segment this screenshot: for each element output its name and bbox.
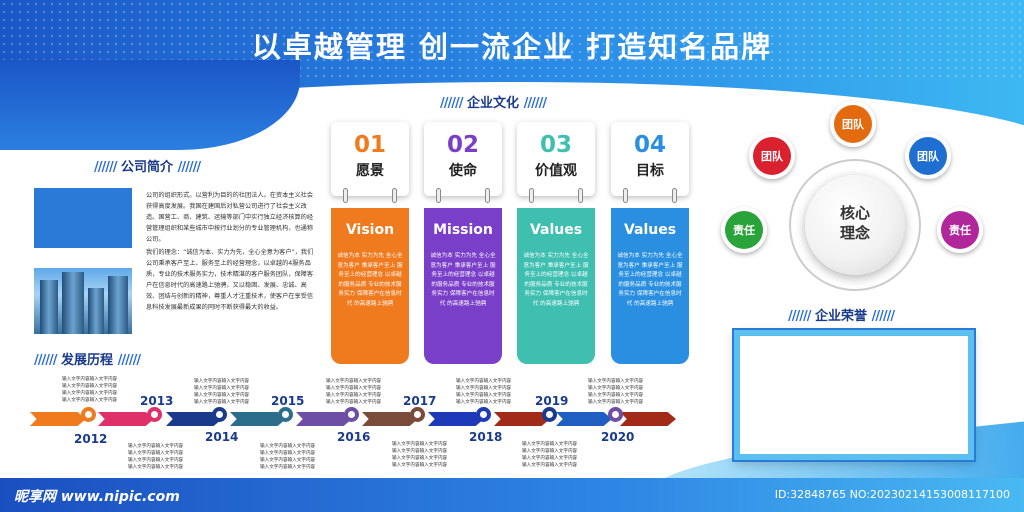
- building-photo: [34, 268, 132, 334]
- core-circle: 核心理念: [805, 175, 905, 275]
- intro-text: 公司的组织形式。以营利为目的的社团法人。在资本主义社会获得高度发展。我国在建国后…: [146, 190, 314, 315]
- timeline-node: [278, 407, 293, 422]
- year-label: 2017: [403, 394, 437, 408]
- page-title: 以卓越管理 创一流企业 打造知名品牌: [251, 30, 773, 64]
- timeline-note: 输入文字内容输入文字内容输入文字内容输入文字内容输入文字内容输入文字内容输入文字…: [522, 442, 578, 468]
- culture-heading: ////// 企业文化 //////: [440, 96, 547, 111]
- year-label: 2012: [74, 432, 108, 446]
- timeline-note: 输入文字内容输入文字内容输入文字内容输入文字内容输入文字内容输入文字内容输入文字…: [128, 444, 184, 470]
- bubble-team: 团队: [830, 101, 876, 147]
- bubble-team: 团队: [749, 133, 795, 179]
- timeline-note: 输入文字内容输入文字内容输入文字内容输入文字内容输入文字内容输入文字内容输入文字…: [260, 444, 316, 470]
- intro-paragraph: 我们的理念：“诚信为本、实力为先，全心全意为客户”，我们公司秉承客户至上、服务至…: [146, 249, 314, 311]
- year-label: 2014: [205, 430, 239, 444]
- banner-left-band: [0, 60, 300, 150]
- timeline-node: [81, 407, 96, 422]
- timeline-node: [344, 407, 359, 422]
- timeline-note: 输入文字内容输入文字内容输入文字内容输入文字内容输入文字内容输入文字内容输入文字…: [62, 377, 118, 403]
- year-label: 2016: [337, 430, 371, 444]
- core-ring: [789, 159, 921, 291]
- timeline-node: [147, 407, 162, 422]
- timeline-node: [476, 407, 491, 422]
- bubble-responsibility: 责任: [721, 207, 767, 253]
- intro-paragraph: 公司的组织形式。以营利为目的的社团法人。在资本主义社会获得高度发展。我国在建国后…: [146, 192, 314, 243]
- timeline-node: [542, 407, 557, 422]
- core-concept-diagram: 核心理念 团队 团队 团队 责任 责任: [715, 95, 985, 295]
- timeline-note: 输入文字内容输入文字内容输入文字内容输入文字内容输入文字内容输入文字内容输入文字…: [588, 379, 644, 405]
- intro-color-block: [34, 188, 132, 248]
- year-label: 2020: [601, 430, 635, 444]
- year-label: 2015: [271, 394, 305, 408]
- image-id: ID:32848765 NO:20230214153008117100: [774, 488, 1010, 501]
- bubble-team: 团队: [905, 133, 951, 179]
- year-label: 2013: [140, 394, 174, 408]
- timeline-note: 输入文字内容输入文字内容输入文字内容输入文字内容输入文字内容输入文字内容输入文字…: [326, 379, 382, 405]
- timeline-note: 输入文字内容输入文字内容输入文字内容输入文字内容输入文字内容输入文字内容输入文字…: [392, 442, 448, 468]
- honor-heading: ////// 企业荣誉 //////: [788, 309, 895, 324]
- timeline-node: [410, 407, 425, 422]
- timeline-node: [608, 407, 623, 422]
- timeline-node: [212, 407, 227, 422]
- year-label: 2018: [469, 430, 503, 444]
- watermark-logo: 昵享网 www.nipic.com: [14, 489, 180, 505]
- bubble-responsibility: 责任: [937, 207, 983, 253]
- history-heading: ////// 发展历程 //////: [34, 353, 141, 368]
- honor-frame: [734, 330, 974, 460]
- timeline-note: 输入文字内容输入文字内容输入文字内容输入文字内容输入文字内容输入文字内容输入文字…: [456, 379, 512, 405]
- intro-heading: ////// 公司简介 //////: [94, 160, 201, 175]
- year-label: 2019: [535, 394, 569, 408]
- footer-watermark-bar: 昵享网 www.nipic.com ID:32848765 NO:2023021…: [0, 478, 1024, 512]
- timeline-note: 输入文字内容输入文字内容输入文字内容输入文字内容输入文字内容输入文字内容输入文字…: [194, 379, 250, 405]
